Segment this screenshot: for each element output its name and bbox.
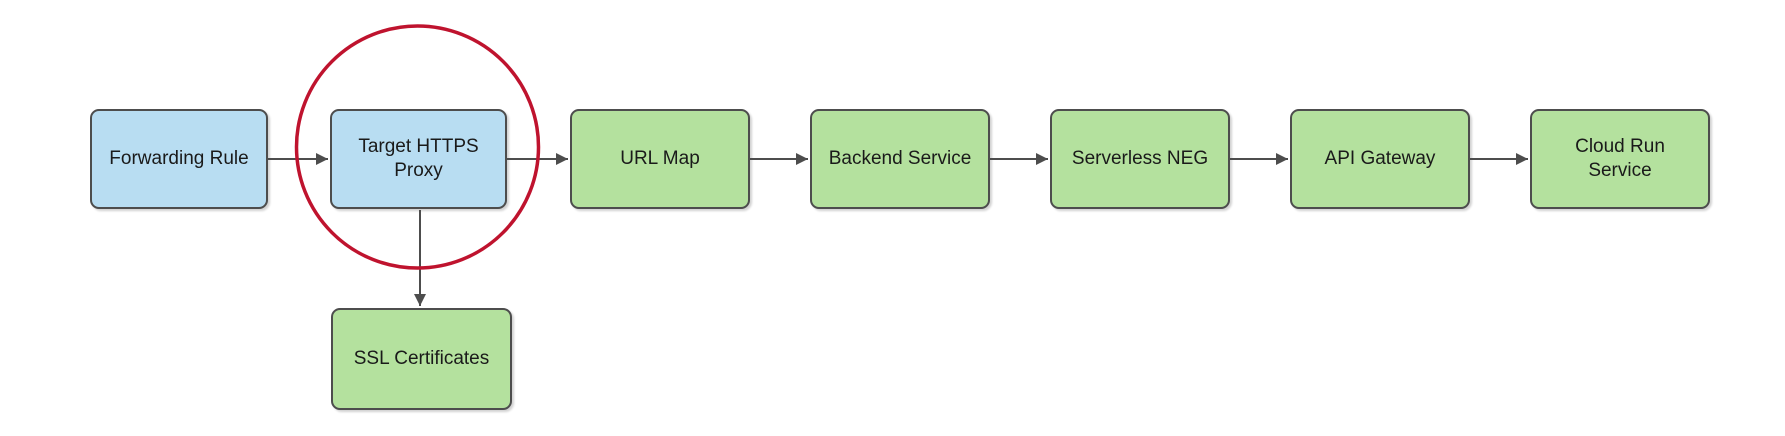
node-forwarding-rule: Forwarding Rule [90,109,268,209]
node-cloud-run-service: Cloud Run Service [1530,109,1710,209]
node-label: Cloud Run Service [1575,136,1665,181]
node-label: Backend Service [828,148,972,170]
node-label: API Gateway [1324,148,1436,170]
node-label: SSL Certificates [353,348,490,370]
node-label: Forwarding Rule [109,148,249,170]
node-label: URL Map [620,148,700,170]
node-api-gateway: API Gateway [1290,109,1470,209]
node-serverless-neg: Serverless NEG [1050,109,1230,209]
node-url-map: URL Map [570,109,750,209]
node-target-https-proxy: Target HTTPS Proxy [330,109,507,209]
node-label: Target HTTPS Proxy [358,136,479,181]
node-backend-service: Backend Service [810,109,990,209]
node-label: Serverless NEG [1071,148,1209,170]
node-ssl-certificates: SSL Certificates [331,308,512,410]
